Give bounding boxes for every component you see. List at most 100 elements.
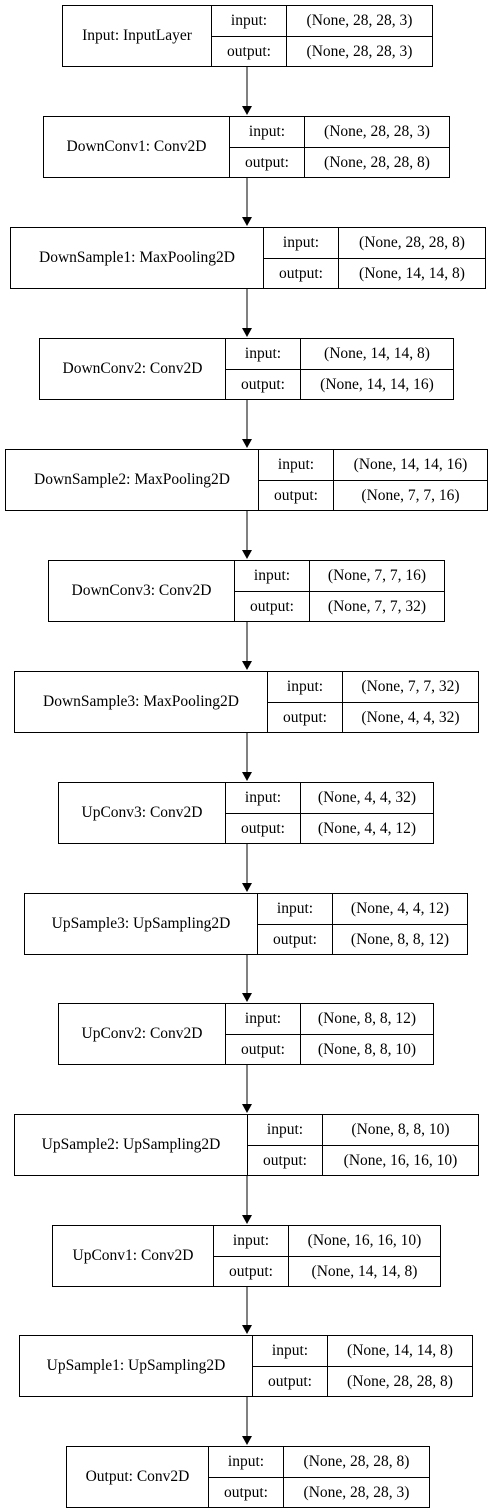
output-shape: (None, 16, 16, 10)	[343, 1151, 458, 1169]
output-label: output:	[250, 597, 294, 615]
layer-name: DownSample1: MaxPooling2D	[11, 228, 264, 288]
layer-name: DownConv2: Conv2D	[40, 339, 226, 399]
arrow-head-icon	[242, 1325, 252, 1334]
input-label: input:	[268, 672, 342, 703]
arrow-head-icon	[242, 661, 252, 670]
output-label: output:	[241, 819, 285, 837]
input-shape: (None, 8, 8, 12)	[301, 1004, 433, 1035]
input-shape: (None, 14, 14, 8)	[301, 339, 453, 370]
output-shape: (None, 8, 8, 10)	[317, 1040, 417, 1058]
output-shape: (None, 14, 14, 16)	[320, 375, 434, 393]
input-label: input:	[209, 1447, 283, 1478]
input-label: input:	[226, 783, 300, 814]
arrow-head-icon	[242, 772, 252, 781]
io-shapes: (None, 28, 28, 8)(None, 28, 28, 3)	[284, 1447, 429, 1507]
output-label: output:	[229, 1262, 273, 1280]
layer-name: DownSample3: MaxPooling2D	[15, 672, 268, 732]
input-label: input:	[253, 1336, 327, 1367]
io-shapes: (None, 8, 8, 12) (None, 8, 8, 10)	[301, 1004, 433, 1064]
io-labels: input: output:	[259, 450, 334, 510]
output-label: output:	[245, 153, 289, 171]
arrow-head-icon	[242, 439, 252, 448]
input-shape: (None, 4, 4, 12)	[333, 894, 467, 925]
output-label: output:	[263, 1151, 307, 1169]
input-label: input:	[226, 339, 300, 370]
output-shape: (None, 28, 28, 8)	[324, 153, 430, 171]
layer-name: UpSample3: UpSampling2D	[25, 894, 258, 954]
input-shape: (None, 16, 16, 10)	[289, 1226, 440, 1257]
arrow-head-icon	[242, 106, 252, 115]
input-label: input:	[264, 228, 338, 259]
input-shape: (None, 14, 14, 16)	[334, 450, 487, 481]
io-shapes: (None, 8, 8, 10) (None, 16, 16, 10)	[323, 1115, 478, 1175]
output-label: output:	[274, 486, 318, 504]
arrow-head-icon	[242, 550, 252, 559]
input-shape: (None, 14, 14, 8)	[328, 1336, 472, 1367]
io-labels: input:output:	[212, 6, 287, 66]
layer-name: UpConv3: Conv2D	[59, 783, 226, 843]
io-labels: input: output:	[226, 1004, 301, 1064]
io-shapes: (None, 7, 7, 32)(None, 4, 4, 32)	[343, 672, 478, 732]
input-shape: (None, 7, 7, 32)	[343, 672, 478, 703]
arrow-head-icon	[242, 993, 252, 1002]
output-label: output:	[241, 375, 285, 393]
input-label: input:	[230, 117, 304, 148]
io-shapes: (None, 4, 4, 12) (None, 8, 8, 12)	[333, 894, 467, 954]
output-label: output:	[273, 930, 317, 948]
input-label: input:	[235, 561, 309, 592]
output-shape: (None, 7, 7, 32)	[327, 597, 427, 615]
layer-name: DownConv1: Conv2D	[44, 117, 230, 177]
io-shapes: (None, 16, 16, 10)(None, 14, 14, 8)	[289, 1226, 440, 1286]
input-label: input:	[212, 6, 286, 37]
layer-name: UpSample1: UpSampling2D	[20, 1336, 253, 1396]
input-label: input:	[259, 450, 333, 481]
io-shapes: (None, 14, 14, 8) (None, 14, 14, 16)	[301, 339, 453, 399]
io-shapes: (None, 28, 28, 3)(None, 28, 28, 8)	[305, 117, 449, 177]
output-label: output:	[241, 1040, 285, 1058]
input-shape: (None, 28, 28, 8)	[284, 1447, 429, 1478]
io-labels: input: output:	[264, 228, 339, 288]
input-label: input:	[258, 894, 332, 925]
io-shapes: (None, 4, 4, 32)(None, 4, 4, 12)	[301, 783, 433, 843]
input-shape: (None, 28, 28, 8)	[339, 228, 485, 259]
input-label: input:	[226, 1004, 300, 1035]
arrow-head-icon	[242, 217, 252, 226]
input-shape: (None, 8, 8, 10)	[323, 1115, 478, 1146]
io-shapes: (None, 14, 14, 8)(None, 28, 28, 8)	[328, 1336, 472, 1396]
output-shape: (None, 7, 7, 16)	[361, 486, 460, 504]
layer-name: UpConv2: Conv2D	[59, 1004, 226, 1064]
layer-name: DownSample2: MaxPooling2D	[6, 450, 259, 510]
layer-name: Output: Conv2D	[67, 1447, 209, 1507]
output-shape: (None, 8, 8, 12)	[350, 930, 450, 948]
input-shape: (None, 28, 28, 3)	[287, 6, 432, 37]
io-labels: input: output:	[226, 783, 301, 843]
arrow-head-icon	[242, 1215, 252, 1224]
io-labels: input: output:	[230, 117, 305, 177]
io-labels: input:output:	[248, 1115, 323, 1175]
layer-name: DownConv3: Conv2D	[49, 561, 235, 621]
input-shape: (None, 4, 4, 32)	[301, 783, 433, 814]
io-shapes: (None, 7, 7, 16)(None, 7, 7, 32)	[310, 561, 444, 621]
io-labels: input:output:	[268, 672, 343, 732]
input-label: input:	[214, 1226, 288, 1257]
arrow-head-icon	[242, 328, 252, 337]
output-label: output:	[279, 264, 323, 282]
arrow-head-icon	[242, 883, 252, 892]
io-labels: input: output:	[226, 339, 301, 399]
io-labels: input: output:	[258, 894, 333, 954]
io-shapes: (None, 14, 14, 16) (None, 7, 7, 16)	[334, 450, 487, 510]
